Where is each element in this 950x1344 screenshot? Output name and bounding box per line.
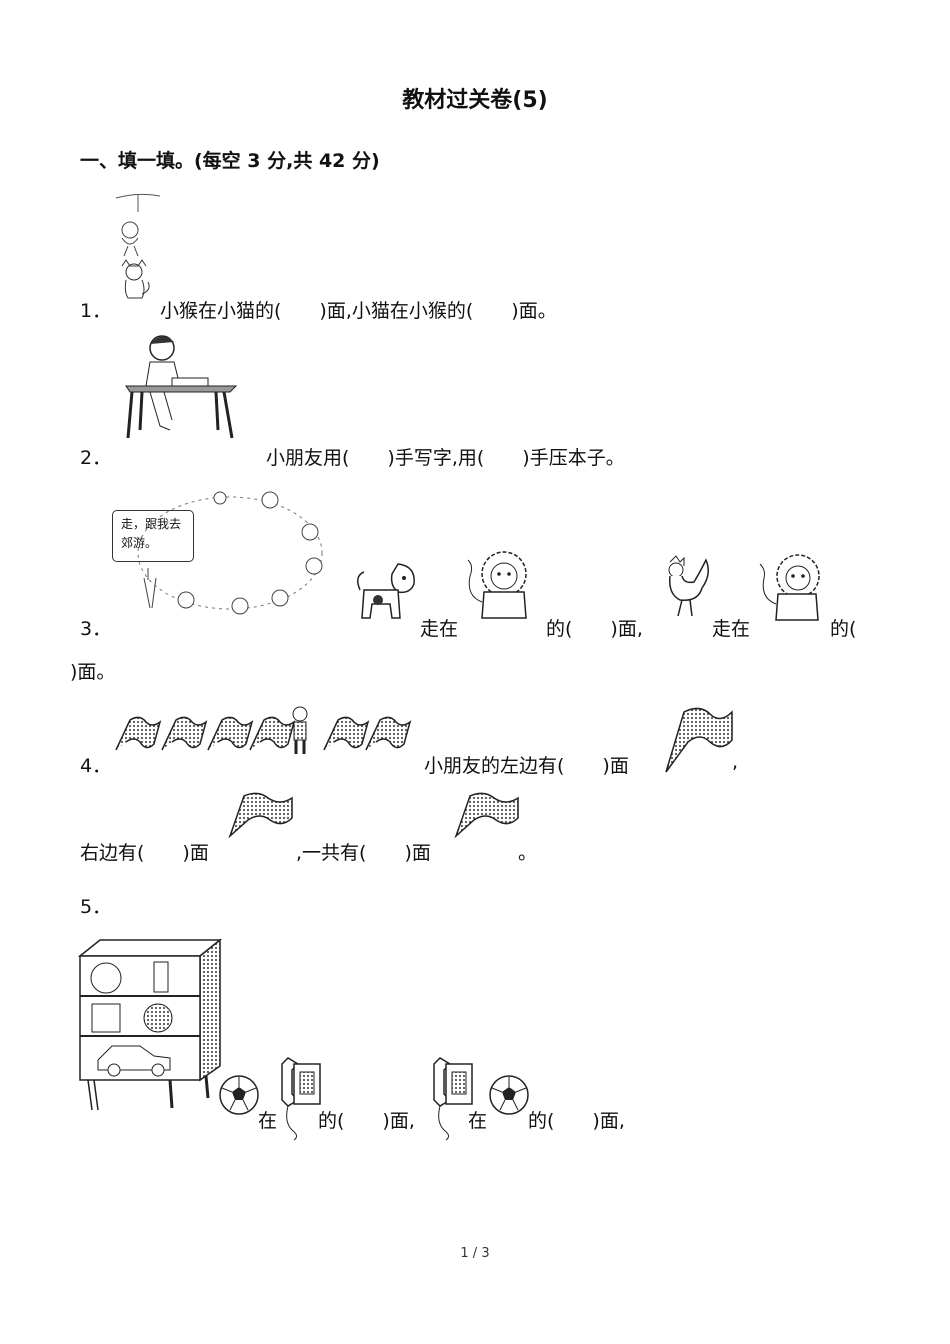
soccer-ball-icon: [219, 1075, 259, 1115]
monkey-cat-illustration: [115, 193, 161, 299]
q4-number: 4．: [80, 755, 112, 777]
dog-icon: [357, 563, 415, 619]
rooster-icon: [668, 555, 709, 617]
q2-text: 小朋友用( )手写字,用( )手压本子。: [266, 447, 625, 469]
q3-text-4: 的(: [830, 618, 857, 640]
flag-icon: [228, 792, 293, 839]
q5-text-4: 的( )面,: [528, 1110, 625, 1132]
page-title: 教材过关卷(5): [402, 88, 548, 113]
q4-text-1: 小朋友的左边有( )面: [424, 755, 629, 777]
lion-icon: [759, 554, 820, 621]
flower-ring-illustration: [137, 491, 323, 615]
shelf-illustration: [77, 938, 223, 1111]
q3-text-3: 走在: [712, 618, 751, 640]
speech-bubble: 走，跟我去 郊游。: [112, 510, 194, 562]
q1-text: 小猴在小猫的( )面,小猫在小猴的( )面。: [160, 300, 557, 322]
q4-text-4: ,一共有( )面: [296, 842, 431, 864]
q4-text-3: 右边有( )面: [80, 842, 209, 864]
q4-text-5: 。: [518, 842, 538, 864]
telephone-icon: [281, 1057, 321, 1141]
q3-text-1: 走在: [420, 618, 459, 640]
q4-text-2: ,: [732, 751, 739, 773]
q5-number: 5．: [80, 896, 112, 918]
q5-text-3: 在: [468, 1110, 488, 1132]
telephone-icon: [433, 1057, 473, 1141]
q3-text-5: )面。: [70, 661, 116, 683]
flag-row-illustration: [115, 706, 412, 754]
q1-number: 1．: [80, 300, 112, 322]
q2-number: 2．: [80, 447, 112, 469]
q3-text-2: 的( )面,: [546, 618, 643, 640]
soccer-ball-icon: [489, 1075, 529, 1115]
q5-text-1: 在: [258, 1110, 278, 1132]
q5-text-2: 的( )面,: [318, 1110, 415, 1132]
page-number: 1 / 3: [460, 1246, 490, 1261]
flag-icon: [454, 792, 519, 839]
child-writing-illustration: [125, 335, 238, 439]
q3-number: 3．: [80, 618, 112, 640]
flag-icon: [665, 707, 733, 773]
section-heading: 一、填一填。(每空 3 分,共 42 分): [80, 150, 380, 172]
lion-icon: [467, 551, 527, 619]
